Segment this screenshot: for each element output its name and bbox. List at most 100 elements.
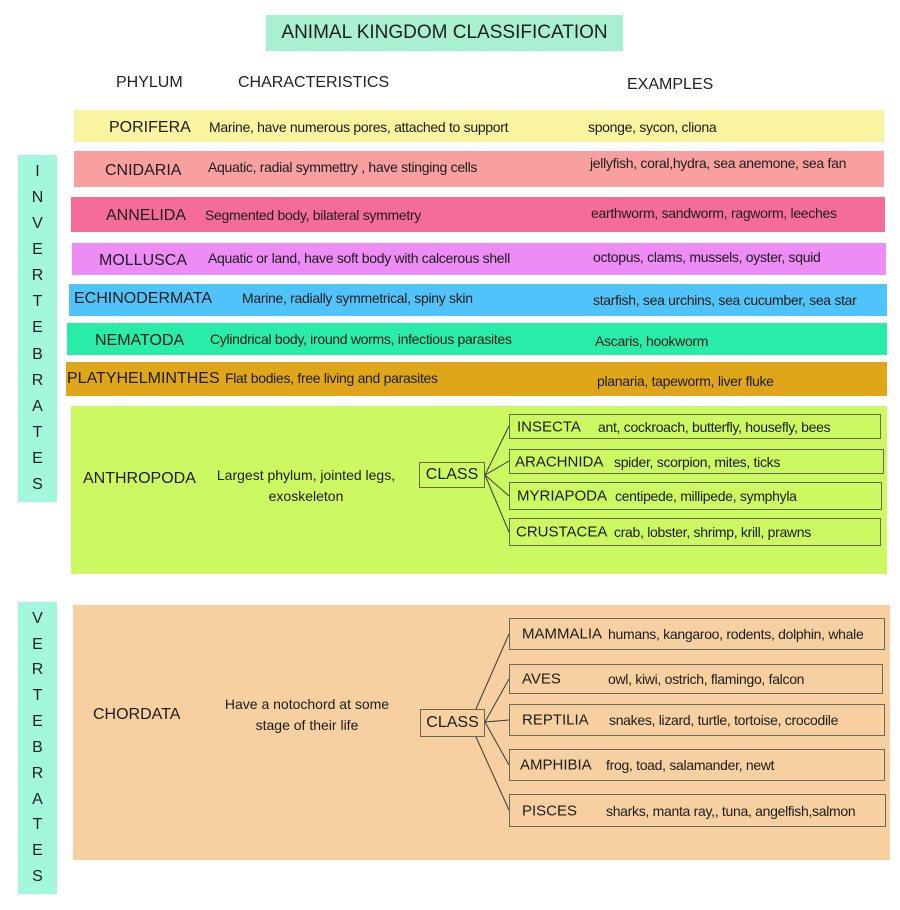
class-box-amphibia: AMPHIBIA frog, toad, salamander, newt [509,749,885,781]
sidebar-letter: S [32,868,43,886]
class-name: AMPHIBIA [520,756,592,774]
connector-reptilia [484,719,510,723]
phylum-examples: planaria, tapeworm, liver fluke [597,373,774,389]
sidebar-letter: T [32,816,43,834]
sidebar-letter: A [32,790,43,808]
sidebar-letter: E [32,635,43,653]
sidebar-letter: B [32,738,43,756]
connector-crustacea [484,474,510,533]
phylum-panel-arthropoda [71,406,887,574]
class-box-pisces: PISCES sharks, manta ray,, tuna, angelfi… [509,794,886,827]
class-examples: sharks, manta ray,, tuna, angelfish,salm… [606,802,856,819]
connector-pisces [475,736,510,811]
class-box-mammalia: MAMMALIA humans, kangaroo, rodents, dolp… [509,618,885,650]
phylum-characteristics: Marine, have numerous pores, attached to… [209,119,509,135]
class-examples: owl, kiwi, ostrich, flamingo, falcon [608,671,805,687]
phylum-characteristics: Aquatic, radial symmettry , have stingin… [208,159,478,175]
phylum-name: CNIDARIA [105,162,182,179]
sidebar-letter: E [32,241,43,259]
class-name: REPTILIA [522,711,589,729]
class-examples: crab, lobster, shrimp, krill, prawns [614,524,811,540]
class-examples: snakes, lizard, turtle, tortoise, crocod… [609,712,839,728]
class-examples: spider, scorpion, mites, ticks [614,453,781,470]
class-examples: ant, cockroach, butterfly, housefly, bee… [598,418,831,435]
connector-insecta [484,425,510,476]
sidebar-letter: E [32,449,43,467]
phylum-examples: earthworm, sandworm, ragworm, leeches [591,205,837,221]
chordata-class-box: CLASS [420,709,485,737]
characteristics-line: Largest phylum, jointed legs, [216,467,396,483]
header-examples: EXAMPLES [627,76,714,93]
phylum-name: ANNELIDA [106,207,187,224]
class-box-insecta: INSECTA ant, cockroach, butterfly, house… [509,414,881,439]
sidebar-letter: A [32,397,43,415]
phylum-row-porifera: PORIFERA Marine, have numerous pores, at… [74,110,884,142]
sidebar-letter: T [32,293,43,311]
phylum-panel-chordata [73,605,890,860]
arthropoda-characteristics: Largest phylum, jointed legs, exoskeleto… [208,465,404,507]
sidebar-letter: R [31,661,44,679]
class-examples: centipede, millipede, symphyla [615,488,797,504]
phylum-characteristics: Segmented body, bilateral symmetry [205,207,421,223]
connector-arachnida [484,460,510,476]
sidebar-letter: R [31,267,44,285]
phylum-row-cnidaria: CNIDARIA Aquatic, radial symmettry , hav… [74,151,884,187]
class-name: CRUSTACEA [516,523,608,541]
diagram-title: ANIMAL KINGDOM CLASSIFICATION [266,15,623,51]
sidebar-letter: T [32,687,43,705]
class-name: PISCES [522,802,578,819]
class-box-reptilia: REPTILIA snakes, lizard, turtle, tortois… [509,704,885,736]
phylum-row-annelida: ANNELIDA Segmented body, bilateral symme… [71,197,885,232]
phylum-examples: jellyfish, coral,hydra, sea anemone, sea… [590,155,847,171]
connector-mammalia [475,633,510,710]
phylum-name: MOLLUSCA [99,252,188,269]
phylum-name: PLATYHELMINTHES [67,370,220,387]
phylum-characteristics: Flat bodies, free living and parasites [225,370,438,386]
class-box-aves: AVES owl, kiwi, ostrich, flamingo, falco… [509,664,883,694]
class-examples: frog, toad, salamander, newt [606,757,775,773]
phylum-examples: Ascaris, hookworm [595,333,709,349]
connector-myriapoda [484,474,510,497]
class-examples: humans, kangaroo, rodents, dolphin, whal… [608,626,864,642]
phylum-name-chordata: CHORDATA [93,706,181,723]
class-name: ARACHNIDA [515,453,604,470]
arthropoda-class-box: CLASS [419,462,485,488]
phylum-examples: octopus, clams, mussels, oyster, squid [593,249,821,265]
phylum-row-nematoda: NEMATODA Cylindrical body, iround worms,… [67,323,887,355]
sidebar-letter: V [32,215,43,233]
characteristics-line: stage of their life [255,717,359,733]
header-characteristics: CHARACTERISTICS [238,74,390,91]
phylum-characteristics: Aquatic or land, have soft body with cal… [208,250,510,266]
class-name: MAMMALIA [522,625,603,643]
phylum-name: PORIFERA [109,119,191,136]
phylum-row-mollusca: MOLLUSCA Aquatic or land, have soft body… [72,243,886,275]
phylum-name-arthropoda: ANTHROPODA [83,470,196,487]
class-box-crustacea: CRUSTACEA crab, lobster, shrimp, krill, … [509,518,881,546]
connector-amphibia [484,721,510,766]
chordata-characteristics: Have a notochord at some stage of their … [212,694,402,736]
sidebar-letter: R [31,764,44,782]
sidebar-letter: E [32,319,43,337]
sidebar-letter: E [32,713,43,731]
sidebar-letter: E [32,842,43,860]
phylum-row-platyhelminthes: PLATYHELMINTHES Flat bodies, free living… [66,362,887,396]
phylum-characteristics: Marine, radially symmetrical, spiny skin [242,290,473,306]
class-name: MYRIAPODA [517,487,608,505]
sidebar-letter: R [31,371,44,389]
phylum-name: NEMATODA [95,332,185,349]
sidebar-letter: I [35,163,40,181]
sidebar-letter: T [32,423,43,441]
phylum-examples: starfish, sea urchins, sea cucumber, sea… [593,292,857,308]
connector-aves [484,678,510,723]
header-phylum: PHYLUM [116,74,183,91]
sidebar-letter: V [32,609,43,627]
class-box-myriapoda: MYRIAPODA centipede, millipede, symphyla [509,482,882,510]
phylum-characteristics: Cylindrical body, iround worms, infectio… [210,331,512,347]
phylum-row-echinodermata: ECHINODERMATA Marine, radially symmetric… [69,284,887,316]
sidebar-letter: S [32,475,43,493]
class-name: AVES [522,670,561,688]
phylum-name: ECHINODERMATA [74,290,213,307]
